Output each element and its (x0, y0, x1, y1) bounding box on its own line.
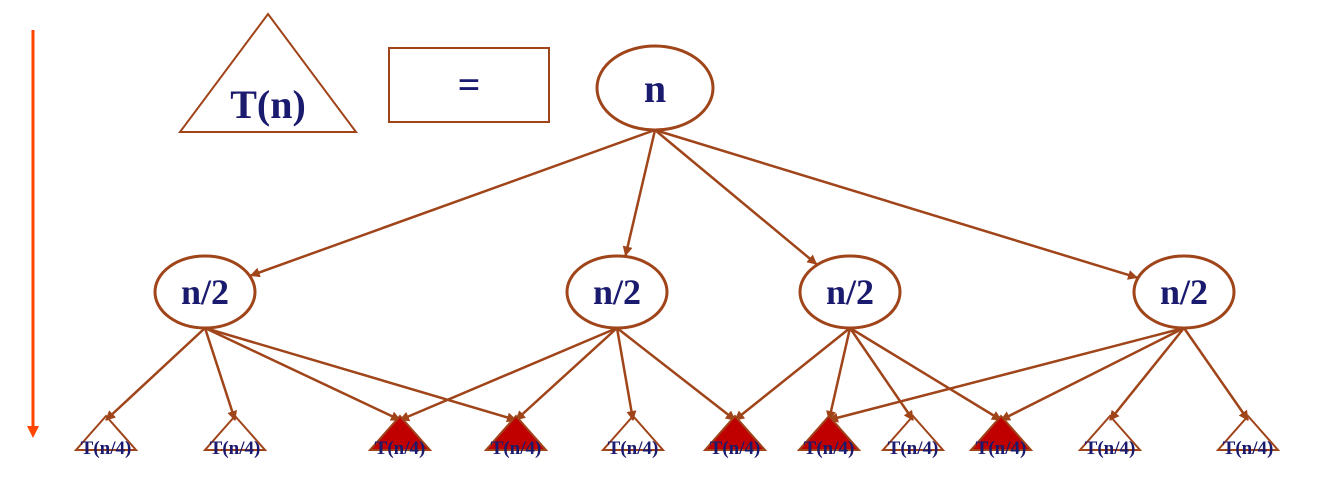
edge-level1-1-to-leaf-3 (204, 326, 401, 422)
tree-edges (105, 128, 1250, 423)
edge-root-to-level1-2 (622, 129, 657, 257)
leaf-label: T(n/4) (1085, 438, 1136, 459)
level1-node: n/2 (1132, 254, 1236, 330)
leaf-label: T(n/4) (210, 438, 261, 459)
edge-level1-1-to-leaf-4 (204, 326, 517, 423)
level1-node-label: n/2 (181, 272, 229, 312)
leaf-triangle-shared: T(n/4) (483, 414, 549, 459)
leaf-label: T(n/4) (375, 438, 426, 459)
edge-level1-2-to-leaf-5 (615, 327, 637, 421)
level1-node-label: n/2 (593, 272, 641, 312)
edge-level1-2-to-leaf-3 (399, 326, 618, 422)
leaf-triangle: T(n/4) (202, 414, 268, 459)
leaf-triangle-shared: T(n/4) (796, 414, 862, 459)
level1-node-label: n/2 (1160, 272, 1208, 312)
edge-level1-1-to-leaf-1 (105, 327, 206, 421)
legend-triangle: T(n) (178, 12, 358, 133)
root-node: n (595, 44, 715, 132)
edge-root-to-level1-4 (654, 128, 1138, 280)
level1-node: n/2 (565, 254, 669, 330)
edge-root-to-level1-3 (654, 129, 818, 266)
legend-equals-box: = (388, 47, 550, 123)
leaf-label: T(n/4) (804, 438, 855, 459)
edge-level1-4-to-leaf-11 (1182, 327, 1250, 421)
edge-level1-1-to-leaf-2 (203, 327, 237, 421)
leaf-triangle-shared: T(n/4) (702, 414, 768, 459)
edge-level1-3-to-leaf-7 (826, 327, 852, 421)
level1-nodes: n/2 n/2 n/2 n/2 (153, 254, 1236, 330)
leaf-triangle: T(n/4) (880, 414, 946, 459)
edge-level1-3-to-leaf-8 (848, 327, 915, 421)
legend-triangle-label: T(n) (230, 82, 306, 127)
level1-node: n/2 (153, 254, 257, 330)
leaf-triangle: T(n/4) (600, 414, 666, 459)
leaf-triangle: T(n/4) (1215, 414, 1281, 459)
level1-node: n/2 (798, 254, 902, 330)
leaf-label: T(n/4) (81, 438, 132, 459)
edge-level1-3-to-leaf-6 (734, 327, 851, 421)
edge-root-to-level1-1 (249, 128, 656, 278)
edge-level1-2-to-leaf-4 (515, 327, 618, 421)
edge-level1-3-to-leaf-9 (849, 326, 1002, 422)
leaf-label: T(n/4) (888, 438, 939, 459)
level1-node-label: n/2 (826, 272, 874, 312)
edge-level1-4-to-leaf-9 (1000, 326, 1185, 422)
leaf-label: T(n/4) (1223, 438, 1274, 459)
leaf-triangle: T(n/4) (1077, 414, 1143, 459)
leaf-triangle-shared: T(n/4) (367, 414, 433, 459)
legend-equals-label: = (458, 62, 481, 107)
level2-leaves: T(n/4) T(n/4) T(n/4) T(n/4) T(n/4) T(n/4) T(n/… (73, 414, 1281, 459)
leaf-triangle-shared: T(n/4) (968, 414, 1034, 459)
edge-level1-4-to-leaf-7 (828, 326, 1185, 423)
edge-level1-2-to-leaf-6 (616, 327, 736, 421)
leaf-label: T(n/4) (608, 438, 659, 459)
edge-level1-4-to-leaf-10 (1109, 327, 1185, 421)
leaf-label: T(n/4) (710, 438, 761, 459)
leaf-triangle: T(n/4) (73, 414, 139, 459)
leaf-label: T(n/4) (976, 438, 1027, 459)
root-node-label: n (644, 66, 666, 111)
leaf-label: T(n/4) (491, 438, 542, 459)
